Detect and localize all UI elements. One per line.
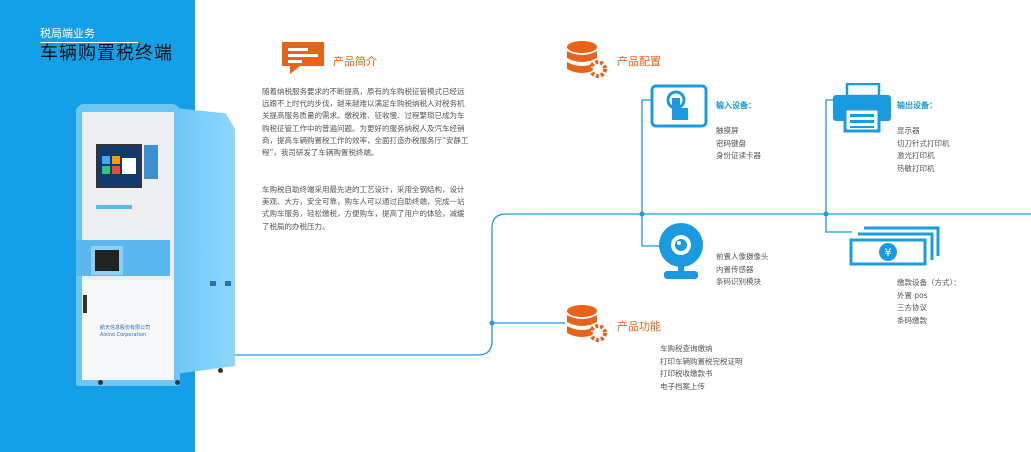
list-item: 密码键盘 xyxy=(716,138,746,148)
svg-text:¥: ¥ xyxy=(885,246,892,259)
intro-paragraph-2: 车购税自助终端采用最先进的工艺设计，采用全钢结构，设计美观、大方，安全可靠，购车… xyxy=(262,185,465,231)
list-item: 条码识别模块 xyxy=(716,277,761,286)
list-item: 打印车辆购置税完税证明 xyxy=(660,356,743,366)
camera-devices-list: 前置人像摄像头 内置传感器 条码识别模块 xyxy=(716,251,769,289)
input-devices-label: 输入设备： xyxy=(716,101,756,110)
kiosk-brand-en: Aisino Corporation xyxy=(100,332,147,338)
touch-screen-icon xyxy=(650,84,708,128)
output-devices-list: 显示器 切刀针式打印机 激光打印机 热敏打印机 xyxy=(897,125,950,175)
list-item: 三方协议 xyxy=(897,303,927,312)
webcam-icon xyxy=(659,223,703,279)
intro-paragraph-1: 随着纳税服务要求的不断提高，原有的车购税征管模式已经远远跟不上时代的步伐，越来越… xyxy=(262,87,469,158)
list-item: 热敏打印机 xyxy=(897,163,935,173)
page-title: 车辆购置税终端 xyxy=(40,43,173,64)
list-item: 触摸屏 xyxy=(716,126,739,135)
list-item: 车购税查询缴纳 xyxy=(660,344,713,353)
kiosk-screen xyxy=(96,144,142,188)
features-title: 产品功能 xyxy=(617,320,661,333)
list-item: 身份证读卡器 xyxy=(716,151,761,160)
list-item: 内置传感器 xyxy=(716,264,754,274)
intro-title: 产品简介 xyxy=(333,55,377,68)
input-devices-list: 触摸屏 密码键盘 身份证读卡器 xyxy=(716,125,761,163)
list-item: 电子档案上传 xyxy=(660,381,705,391)
kiosk-brand-cn: 航天信息股份有限公司 xyxy=(100,325,151,331)
list-item: 激光打印机 xyxy=(897,151,935,160)
kiosk-logo: 航天信息股份有限公司 Aisino Corporation xyxy=(100,325,150,339)
printer-icon xyxy=(833,83,891,133)
list-item: 显示器 xyxy=(897,126,920,135)
config-title: 产品配置 xyxy=(617,55,661,68)
features-list: 车购税查询缴纳 打印车辆购置税完税证明 打印税收缴款书 电子档案上传 xyxy=(660,343,743,393)
list-item: 打印税收缴款书 xyxy=(660,369,713,378)
chat-document-icon xyxy=(282,42,324,74)
list-item: 前置人像摄像头 xyxy=(716,252,769,261)
list-item: 切刀针式打印机 xyxy=(897,138,950,148)
database-gear-icon xyxy=(567,305,607,342)
payment-devices-list: 缴款设备（方式）： 外置 pos 三方协议 条码缴款 xyxy=(897,277,961,327)
output-devices-label: 输出设备： xyxy=(897,101,937,110)
list-item: 条码缴款 xyxy=(897,315,927,325)
database-gear-icon xyxy=(567,41,607,78)
money-icon: ¥ xyxy=(849,226,940,266)
list-item: 缴款设备（方式）： xyxy=(897,278,961,287)
section-subtitle: 税局端业务 xyxy=(40,25,138,43)
list-item: 外置 pos xyxy=(897,290,928,300)
